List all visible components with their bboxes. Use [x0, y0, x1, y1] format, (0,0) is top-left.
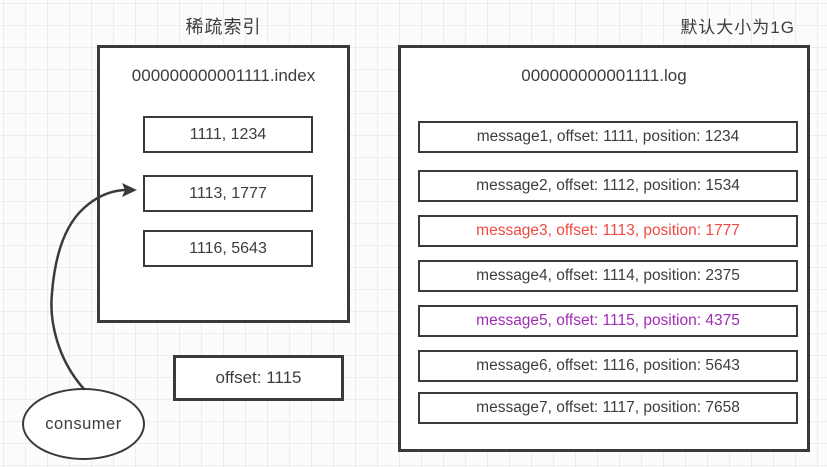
- log-message-row: message7, offset: 1117, position: 7658: [418, 392, 798, 424]
- log-file-panel: 000000000001111.log message1, offset: 11…: [398, 45, 810, 452]
- offset-lookup-box: offset: 1115: [173, 355, 344, 401]
- log-file-name: 000000000001111.log: [521, 66, 687, 85]
- index-panel-caption: 稀疏索引: [185, 17, 262, 37]
- index-file-name: 000000000001111.index: [131, 66, 316, 85]
- index-entry: 1111, 1234: [143, 116, 313, 153]
- consumer-node: consumer: [22, 388, 145, 460]
- log-message-row: message1, offset: 1111, position: 1234: [418, 121, 798, 153]
- log-message-row: message6, offset: 1116, position: 5643: [418, 350, 798, 382]
- log-message-row: message3, offset: 1113, position: 1777: [418, 215, 798, 247]
- index-entry: 1113, 1777: [143, 175, 313, 212]
- index-entry: 1116, 5643: [143, 230, 313, 267]
- log-panel-caption: 默认大小为1G: [680, 18, 795, 37]
- log-message-row: message2, offset: 1112, position: 1534: [418, 170, 798, 202]
- log-message-row: message4, offset: 1114, position: 2375: [418, 260, 798, 292]
- log-message-row: message5, offset: 1115, position: 4375: [418, 305, 798, 337]
- index-file-panel: 000000000001111.index 1111, 1234 1113, 1…: [97, 45, 350, 323]
